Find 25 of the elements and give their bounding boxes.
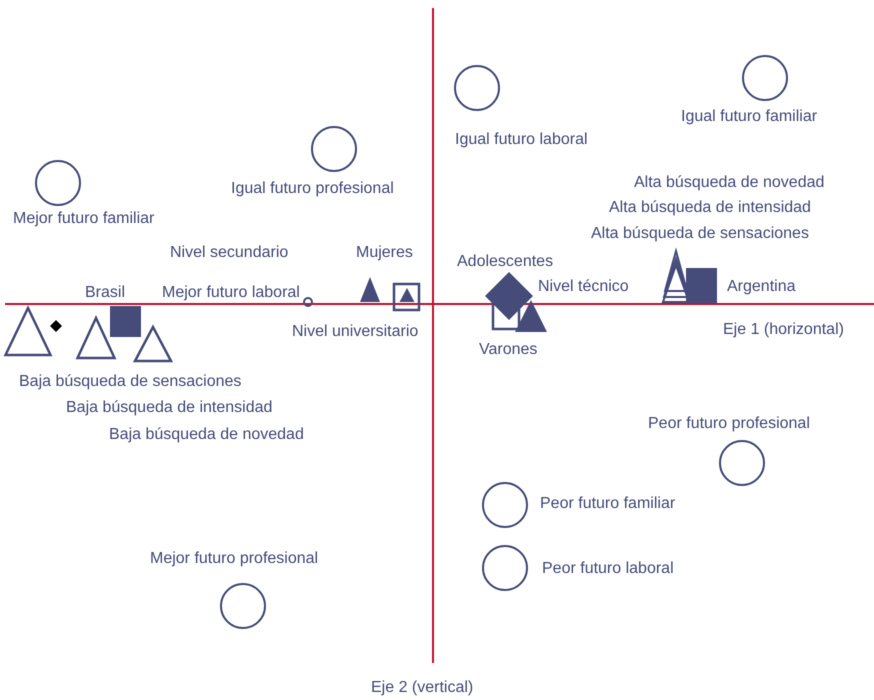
point-label: Mejor futuro laboral <box>162 284 300 302</box>
point-label: Nivel técnico <box>538 278 629 296</box>
point-label: Igual futuro profesional <box>231 180 394 198</box>
point-label: Nivel secundario <box>170 244 288 262</box>
point-label: Adolescentes <box>457 253 554 271</box>
point-label: Baja búsqueda de novedad <box>109 426 304 444</box>
point-label: Alta búsqueda de intensidad <box>609 199 811 217</box>
point-label: Mujeres <box>356 244 413 262</box>
point-label: Peor futuro profesional <box>648 415 810 433</box>
point-label: Brasil <box>85 284 126 302</box>
point-label: Igual futuro familiar <box>681 108 818 126</box>
point-label: Nivel universitario <box>292 323 418 341</box>
point-label: Varones <box>479 341 538 359</box>
point-label: Alta búsqueda de novedad <box>634 174 824 192</box>
point-label: Igual futuro laboral <box>455 131 588 149</box>
point-label: Peor futuro laboral <box>542 560 674 578</box>
point-label: Mejor futuro profesional <box>150 550 318 568</box>
point-label: Mejor futuro familiar <box>13 210 154 228</box>
point-label: Argentina <box>727 278 796 296</box>
point-label: Baja búsqueda de sensaciones <box>19 373 242 391</box>
point-label: Baja búsqueda de intensidad <box>66 399 272 417</box>
axis-title: Eje 2 (vertical) <box>371 679 474 697</box>
axis-title: Eje 1 (horizontal) <box>723 321 844 339</box>
point-label: Peor futuro familiar <box>540 495 676 513</box>
point-label: Alta búsqueda de sensaciones <box>591 225 809 243</box>
